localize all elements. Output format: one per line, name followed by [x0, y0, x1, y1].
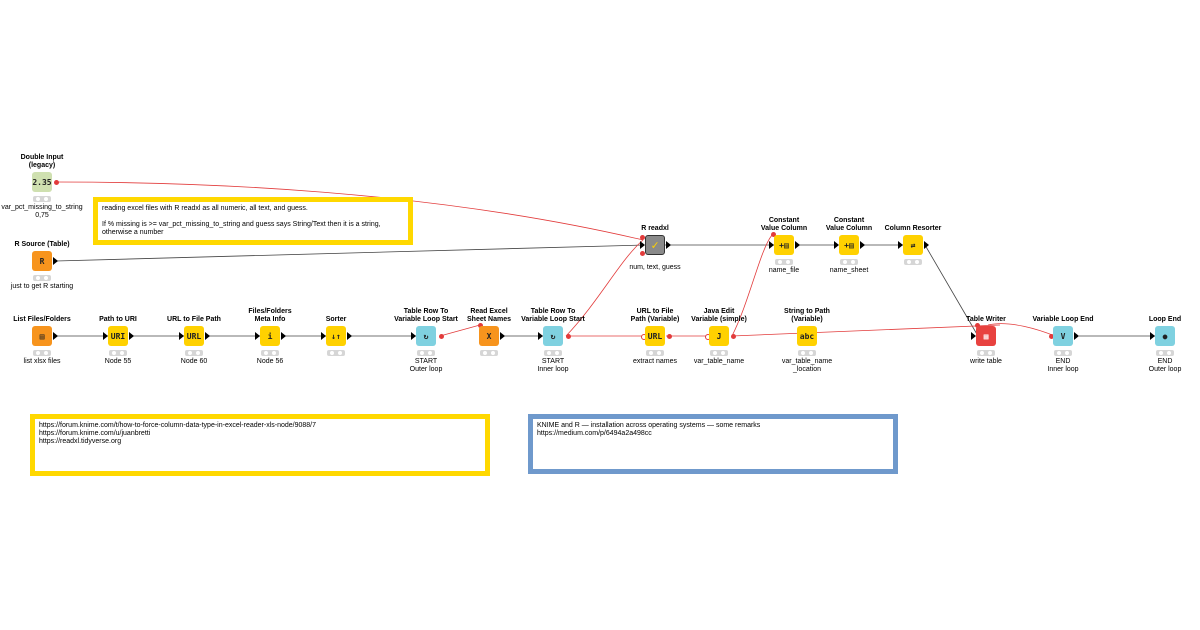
node-title: Constant Value Column	[825, 217, 873, 232]
node-title: Loop End	[1148, 316, 1182, 323]
node-status-indicator	[480, 350, 498, 356]
constant-column-icon: +▤	[839, 235, 859, 255]
node-status-indicator	[1054, 350, 1072, 356]
node-title: Read Excel Sheet Names	[467, 308, 511, 323]
data-connections	[55, 244, 1157, 337]
node-status-indicator	[327, 350, 345, 356]
node-title: Table Row To Variable Loop Start	[521, 308, 585, 323]
node-title: Table Row To Variable Loop Start	[394, 308, 458, 323]
java-icon: J	[709, 326, 729, 346]
node-status-indicator	[710, 350, 728, 356]
string-to-path-icon: abc	[797, 326, 817, 346]
loop-end-icon: V	[1053, 326, 1073, 346]
node-label: END Outer loop	[1148, 358, 1182, 373]
node-status-indicator	[1156, 350, 1174, 356]
node-status-indicator	[904, 259, 922, 265]
loop-end-icon: ●	[1155, 326, 1175, 346]
url-icon: URL	[645, 326, 665, 346]
node-title: URL to File Path (Variable)	[630, 308, 680, 323]
node-title: URL to File Path	[167, 316, 221, 323]
url-icon: URL	[184, 326, 204, 346]
node-status-indicator	[775, 259, 793, 265]
node-title: Column Resorter	[884, 225, 942, 232]
node-label: Node 56	[256, 358, 284, 365]
resort-icon: ⇄	[903, 235, 923, 255]
node-label: END Inner loop	[1047, 358, 1079, 373]
node-label: START Outer loop	[409, 358, 443, 373]
info-icon: i	[260, 326, 280, 346]
node-status-indicator	[261, 350, 279, 356]
node-label: extract names	[633, 358, 677, 365]
node-label: Node 55	[104, 358, 132, 365]
node-label: Node 60	[180, 358, 208, 365]
node-status-indicator	[646, 350, 664, 356]
node-status-indicator	[544, 350, 562, 356]
node-title: Variable Loop End	[1032, 316, 1094, 323]
loop-start-icon: ↻	[543, 326, 563, 346]
node-title: R readxl	[641, 225, 669, 232]
table-icon: ▦	[976, 326, 996, 346]
node-title: Table Writer	[966, 316, 1006, 323]
node-title: String to Path (Variable)	[784, 308, 830, 323]
annotation-links-note: https://forum.knime.com/t/how-to-force-c…	[30, 414, 490, 476]
excel-icon: X	[479, 326, 499, 346]
node-label: num, text, guess	[629, 264, 681, 271]
node-status-indicator	[185, 350, 203, 356]
r-icon: R	[32, 251, 52, 271]
node-title: Java Edit Variable (simple)	[691, 308, 747, 323]
node-label: write table	[970, 358, 1002, 365]
annotation-readxl-note: reading excel files with R readxl as all…	[93, 197, 413, 245]
node-title: Files/Folders Meta Info	[248, 308, 292, 323]
node-status-indicator	[840, 259, 858, 265]
node-status-indicator	[798, 350, 816, 356]
node-status-indicator	[33, 350, 51, 356]
node-label: name_sheet	[829, 267, 869, 274]
node-label: list xlsx files	[23, 358, 61, 365]
sort-icon: ↓↑	[326, 326, 346, 346]
uri-icon: URI	[108, 326, 128, 346]
node-title: Constant Value Column	[760, 217, 808, 232]
node-status-indicator	[33, 196, 51, 202]
node-status-indicator	[417, 350, 435, 356]
loop-start-icon: ↻	[416, 326, 436, 346]
node-title: Sorter	[325, 316, 347, 323]
node-status-indicator	[977, 350, 995, 356]
flow-variable-connections	[55, 181, 1056, 337]
node-status-indicator	[109, 350, 127, 356]
double-input-icon: 2.35	[32, 172, 52, 192]
list-files-icon: ▤	[32, 326, 52, 346]
annotation-r-install-note: KNIME and R — installation across operat…	[528, 414, 898, 474]
node-label: START Inner loop	[537, 358, 569, 373]
node-label: var_table_name _location	[781, 358, 833, 373]
constant-column-icon: +▤	[774, 235, 794, 255]
node-label: var_table_name	[693, 358, 745, 365]
node-title: R Source (Table)	[14, 241, 70, 248]
checkmark-icon: ✓	[645, 235, 665, 255]
node-title: Double Input (legacy)	[20, 154, 64, 169]
node-status-indicator	[33, 275, 51, 281]
node-title: List Files/Folders	[13, 316, 71, 323]
node-label: just to get R starting	[10, 283, 74, 290]
node-label: var_pct_missing_to_string 0,75	[1, 204, 83, 219]
node-title: Path to URI	[99, 316, 137, 323]
node-label: name_file	[768, 267, 800, 274]
